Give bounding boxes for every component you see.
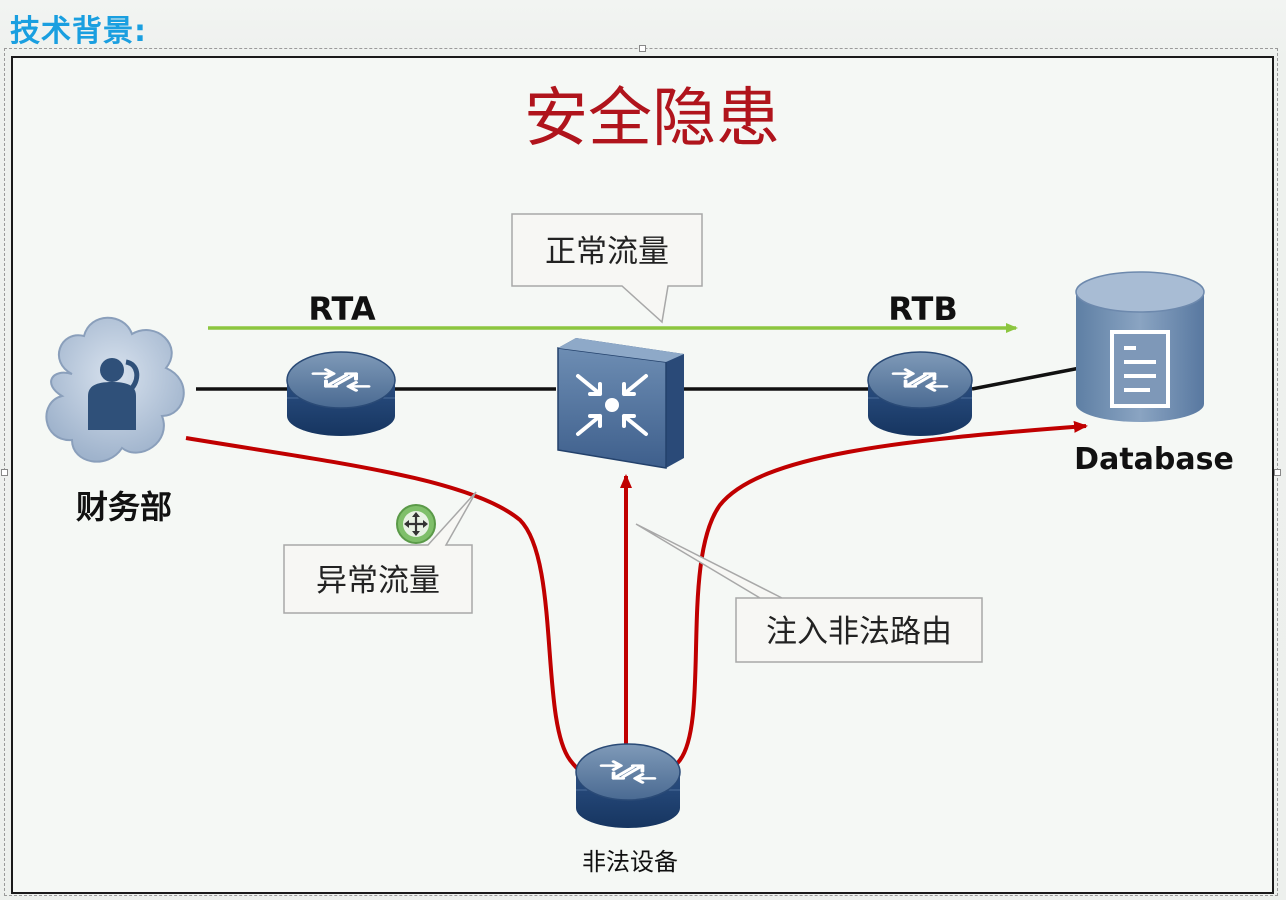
callout-inject: 注入非法路由 [635, 523, 983, 663]
node-label-finance: 财务部 [76, 488, 172, 526]
callout-normal-label: 正常流量 [545, 234, 669, 270]
router-icon [575, 743, 681, 828]
resize-handle-left[interactable] [1, 469, 8, 476]
node-label-rtb: RTB [888, 290, 957, 328]
database-icon [1075, 271, 1205, 422]
move-cursor-icon[interactable] [396, 504, 436, 544]
callout-abnormal-label: 异常流量 [316, 563, 440, 599]
callout-abnormal: 异常流量 [283, 491, 477, 614]
node-label-illegal: 非法设备 [582, 848, 678, 876]
switch-icon [557, 338, 684, 469]
callout-inject-label: 注入非法路由 [766, 614, 952, 650]
node-label-database: Database [1074, 442, 1234, 477]
header-title: 技术背景: [10, 14, 147, 49]
callout-normal: 正常流量 [511, 213, 703, 324]
resize-handle-top[interactable] [639, 45, 646, 52]
router-icon [286, 351, 396, 436]
resize-handle-right[interactable] [1274, 469, 1281, 476]
router-icon [867, 351, 973, 436]
user-icon [45, 316, 185, 463]
selection-frame[interactable] [1, 45, 1281, 896]
node-label-rta: RTA [308, 290, 376, 328]
diagram-title: 安全隐患 [524, 82, 780, 156]
network-links [196, 366, 1081, 391]
